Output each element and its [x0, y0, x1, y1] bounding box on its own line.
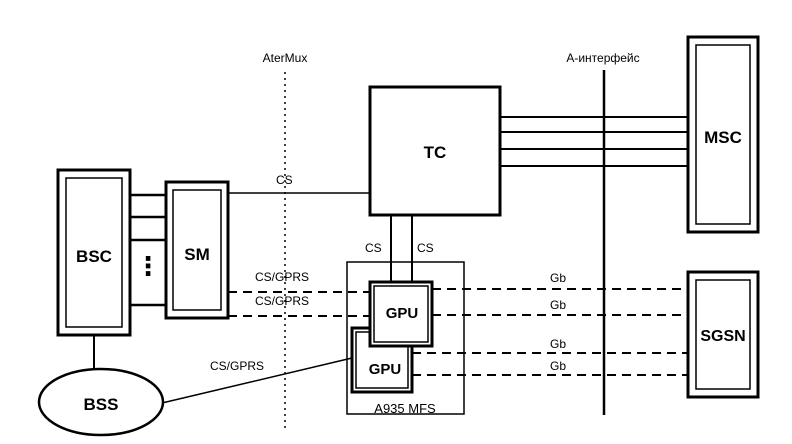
bsc-sm-ellipsis: ⋮ — [135, 251, 161, 281]
atermux-label: AterMux — [263, 51, 308, 65]
bsc-label: BSC — [76, 247, 112, 266]
a-interface-label: А-интерфейс — [566, 51, 639, 65]
tc-gpu-link-left-label: CS — [365, 241, 382, 255]
sm-tc-link-label: CS — [276, 173, 293, 187]
tc-gpu-link-right-label: CS — [417, 241, 434, 255]
bss-gpu-link-label: CS/GPRS — [210, 359, 264, 373]
bss-gpu-link — [161, 357, 353, 404]
tc-label: TC — [424, 143, 447, 162]
gb-link-2-label: Gb — [550, 298, 566, 312]
gb-link-3-label: Gb — [550, 337, 566, 351]
gb-link-4-label: Gb — [550, 359, 566, 373]
bsc-node: BSC — [56, 168, 132, 337]
bss-label: BSS — [84, 395, 119, 414]
mfs-label: A935 MFS — [374, 401, 436, 416]
sm-gpu-link-2-label: CS/GPRS — [255, 294, 309, 308]
sm-node: SM — [164, 180, 230, 320]
bss-node: BSS — [37, 367, 165, 437]
gpu-top-label: GPU — [386, 305, 419, 322]
sgsn-label: SGSN — [700, 328, 745, 345]
gpu-bottom-label: GPU — [369, 361, 402, 378]
mfs-container: A935 MFS — [346, 261, 465, 416]
msc-label: MSC — [704, 128, 742, 147]
gb-link-1-label: Gb — [550, 271, 566, 285]
msc-node: MSC — [686, 35, 760, 234]
sgsn-node: SGSN — [686, 270, 760, 399]
sm-gpu-link-1-label: CS/GPRS — [255, 270, 309, 284]
sm-label: SM — [184, 245, 210, 264]
gpu-top-node: GPU — [368, 280, 434, 348]
tc-node: TC — [368, 85, 502, 217]
